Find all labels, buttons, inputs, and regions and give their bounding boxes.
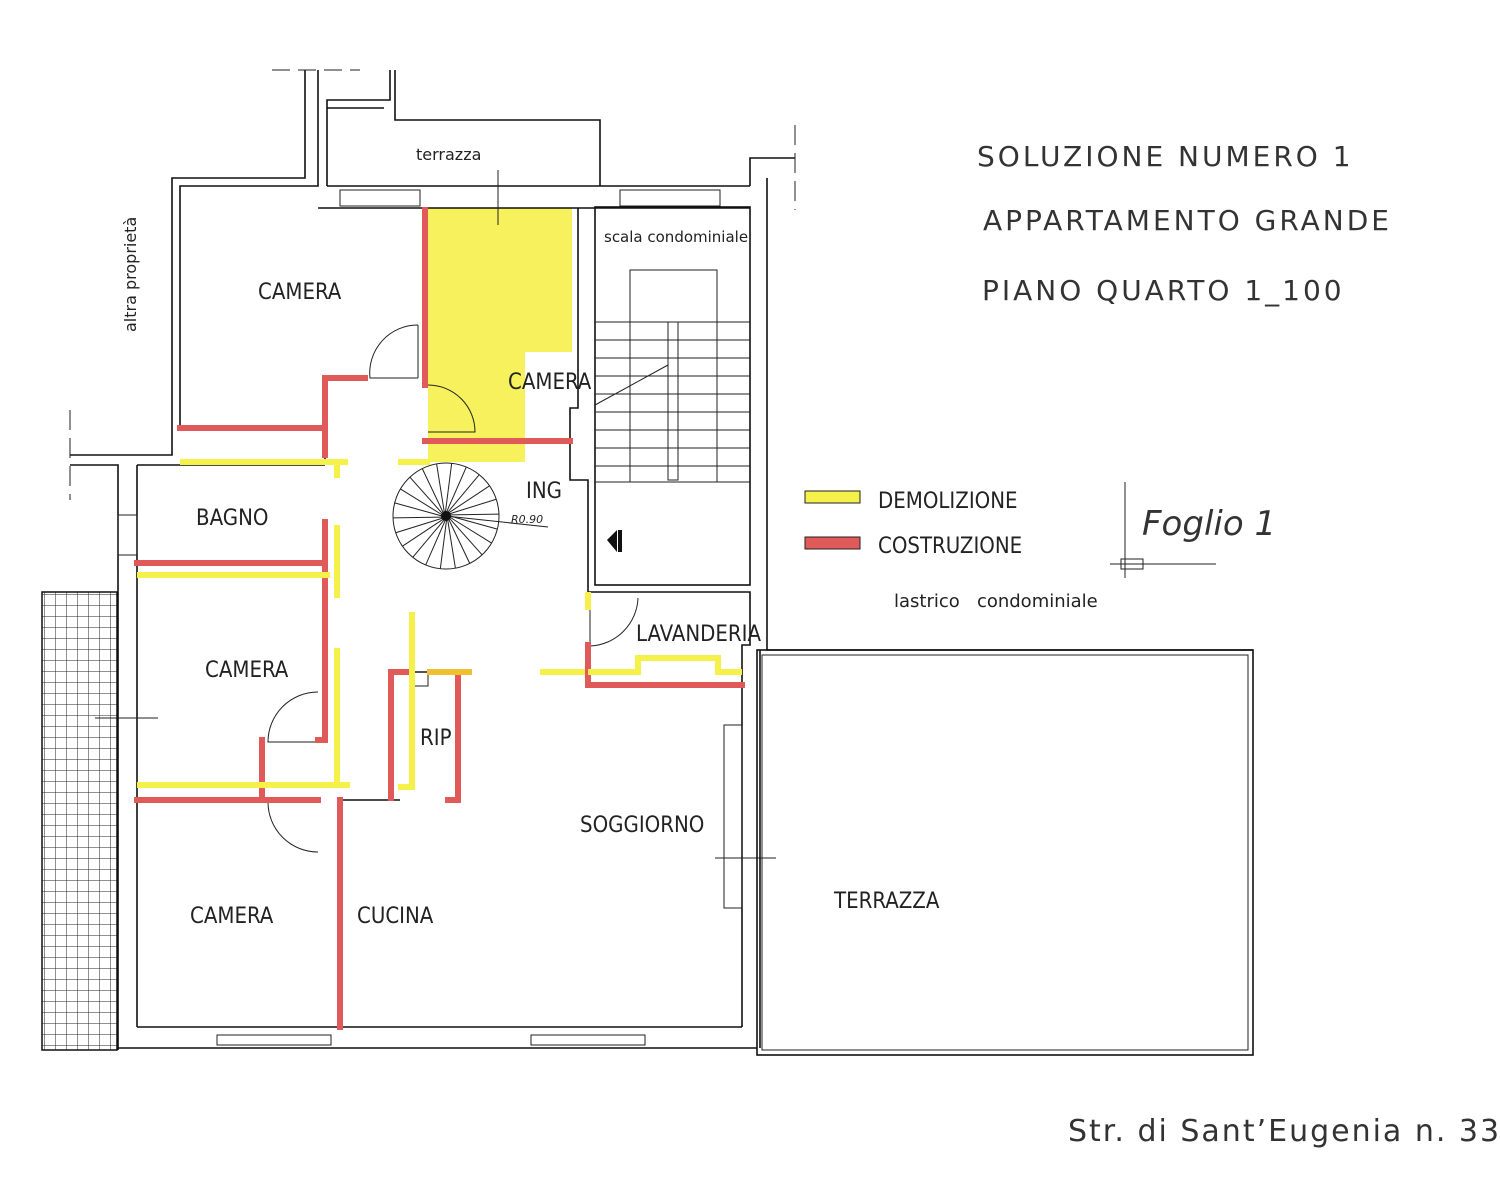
stair-tread xyxy=(395,517,443,534)
stair-tread xyxy=(448,517,483,556)
title-line-3: PIANO QUARTO 1_100 xyxy=(982,274,1345,307)
stair-tread xyxy=(412,519,445,558)
title-line-2: APPARTAMENTO GRANDE xyxy=(983,204,1392,237)
stair-tread xyxy=(439,519,448,569)
stair-tread xyxy=(421,468,444,514)
label-terrazza-top: terrazza xyxy=(416,145,481,164)
sheet-marker: Foglio 1 xyxy=(1110,482,1276,578)
room-camera-top: CAMERA xyxy=(258,280,342,305)
stair-tread xyxy=(449,515,498,530)
legend-label-demolizione: DEMOLIZIONE xyxy=(878,489,1018,514)
stair-tread xyxy=(449,513,499,516)
stair-tread xyxy=(409,476,444,515)
room-lavanderia: LAVANDERIA xyxy=(636,622,761,647)
room-camera-demolished: CAMERA xyxy=(508,370,592,395)
stair-tread xyxy=(436,463,445,513)
stair-tread xyxy=(448,485,490,514)
room-terrazza: TERRAZZA xyxy=(833,889,940,914)
construction-walls xyxy=(134,207,745,1030)
room-cucina: CUCINA xyxy=(357,904,434,929)
demolition-area xyxy=(428,208,572,462)
room-bagno: BAGNO xyxy=(196,506,268,531)
walls xyxy=(41,69,1254,1056)
stair-tread xyxy=(448,518,471,564)
address: Str. di Sant’Eugenia n. 33 xyxy=(1068,1114,1500,1149)
label-radius: R0.90 xyxy=(511,513,543,526)
room-soggiorno: SOGGIORNO xyxy=(580,813,704,838)
stair-tread xyxy=(447,474,480,513)
stair-tread xyxy=(394,502,443,517)
stair-tread xyxy=(425,519,446,566)
room-camera-bottom: CAMERA xyxy=(190,904,274,929)
label-lastrico: lastrico condominiale xyxy=(894,591,1098,612)
room-rip: RIP xyxy=(420,726,452,751)
label-altra-proprieta: altra proprietà xyxy=(121,217,140,332)
demolition-walls xyxy=(137,459,742,790)
doors xyxy=(267,324,639,853)
stair-tread xyxy=(446,466,467,513)
legend: DEMOLIZIONE COSTRUZIONE xyxy=(804,489,1022,559)
room-ing: ING xyxy=(526,479,562,504)
legend-label-costruzione: COSTRUZIONE xyxy=(878,534,1022,559)
legend-swatch-demolizione xyxy=(804,490,861,504)
stair-tread xyxy=(447,519,456,569)
stair-tread xyxy=(400,488,443,516)
stair-tread xyxy=(402,518,444,547)
stair-tread xyxy=(449,498,497,515)
label-scala-condominiale: scala condominiale xyxy=(604,228,748,246)
title-line-1: SOLUZIONE NUMERO 1 xyxy=(977,140,1354,173)
stair-tread xyxy=(444,463,453,513)
stair-newel xyxy=(441,511,451,521)
sheet-label: Foglio 1 xyxy=(1142,504,1276,544)
legend-swatch-costruzione xyxy=(804,536,861,550)
spiral-staircase xyxy=(392,462,549,570)
stair-tread xyxy=(449,516,492,544)
stair-tread xyxy=(393,516,443,519)
room-camera-mid: CAMERA xyxy=(205,658,289,683)
